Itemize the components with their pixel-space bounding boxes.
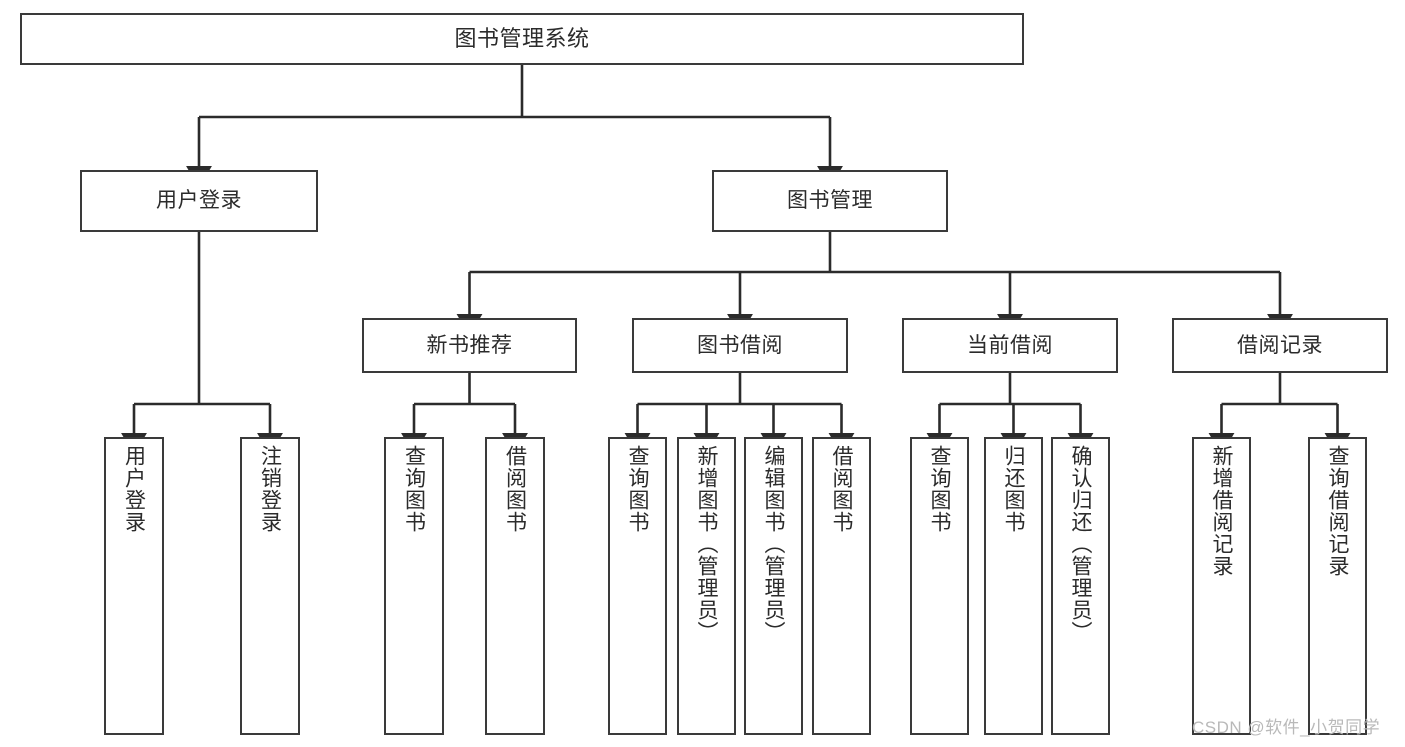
leaf-logout[interactable]: 注销登录 xyxy=(240,437,300,735)
node-current-borrowing[interactable]: 当前借阅 xyxy=(902,318,1118,373)
leaf-confirm-return[interactable]: 确认归还（管理员） xyxy=(1051,437,1110,735)
leaf-query-book-3[interactable]: 查询图书 xyxy=(910,437,969,735)
node-label: 借阅图书 xyxy=(830,445,853,533)
leaf-query-borrow-record[interactable]: 查询借阅记录 xyxy=(1308,437,1367,735)
node-label: 借阅记录 xyxy=(1237,333,1323,357)
leaf-query-book-2[interactable]: 查询图书 xyxy=(608,437,667,735)
node-label: 确认归还（管理员） xyxy=(1069,445,1092,643)
node-label: 查询图书 xyxy=(402,445,426,533)
node-label: 新增图书（管理员） xyxy=(695,445,718,643)
node-label: 查询图书 xyxy=(928,445,951,533)
node-new-book-recommendation[interactable]: 新书推荐 xyxy=(362,318,577,373)
node-label: 图书管理系统 xyxy=(454,25,590,51)
node-label: 用户登录 xyxy=(156,189,242,213)
node-label: 查询图书 xyxy=(626,445,649,533)
node-label: 注销登录 xyxy=(258,445,282,533)
node-label: 图书借阅 xyxy=(697,333,783,357)
node-book-management[interactable]: 图书管理 xyxy=(712,170,948,232)
node-label: 借阅图书 xyxy=(503,445,527,533)
leaf-edit-book[interactable]: 编辑图书（管理员） xyxy=(744,437,803,735)
node-label: 编辑图书（管理员） xyxy=(762,445,785,643)
node-label: 图书管理 xyxy=(787,189,873,213)
node-label: 新增借阅记录 xyxy=(1210,445,1233,577)
node-label: 用户登录 xyxy=(122,445,146,533)
leaf-add-borrow-record[interactable]: 新增借阅记录 xyxy=(1192,437,1251,735)
watermark: CSDN @软件_小贺同学 xyxy=(1192,718,1381,737)
node-user-login[interactable]: 用户登录 xyxy=(80,170,318,232)
leaf-return-book[interactable]: 归还图书 xyxy=(984,437,1043,735)
node-label: 归还图书 xyxy=(1002,445,1025,533)
leaf-query-book-1[interactable]: 查询图书 xyxy=(384,437,444,735)
leaf-borrow-book-1[interactable]: 借阅图书 xyxy=(485,437,545,735)
node-borrowing-record[interactable]: 借阅记录 xyxy=(1172,318,1388,373)
node-root[interactable]: 图书管理系统 xyxy=(20,13,1024,65)
node-label: 查询借阅记录 xyxy=(1326,445,1349,577)
node-label: 当前借阅 xyxy=(967,333,1053,357)
node-label: 新书推荐 xyxy=(426,333,513,357)
leaf-user-login[interactable]: 用户登录 xyxy=(104,437,164,735)
leaf-add-book[interactable]: 新增图书（管理员） xyxy=(677,437,736,735)
node-book-borrowing[interactable]: 图书借阅 xyxy=(632,318,848,373)
leaf-borrow-book-2[interactable]: 借阅图书 xyxy=(812,437,871,735)
